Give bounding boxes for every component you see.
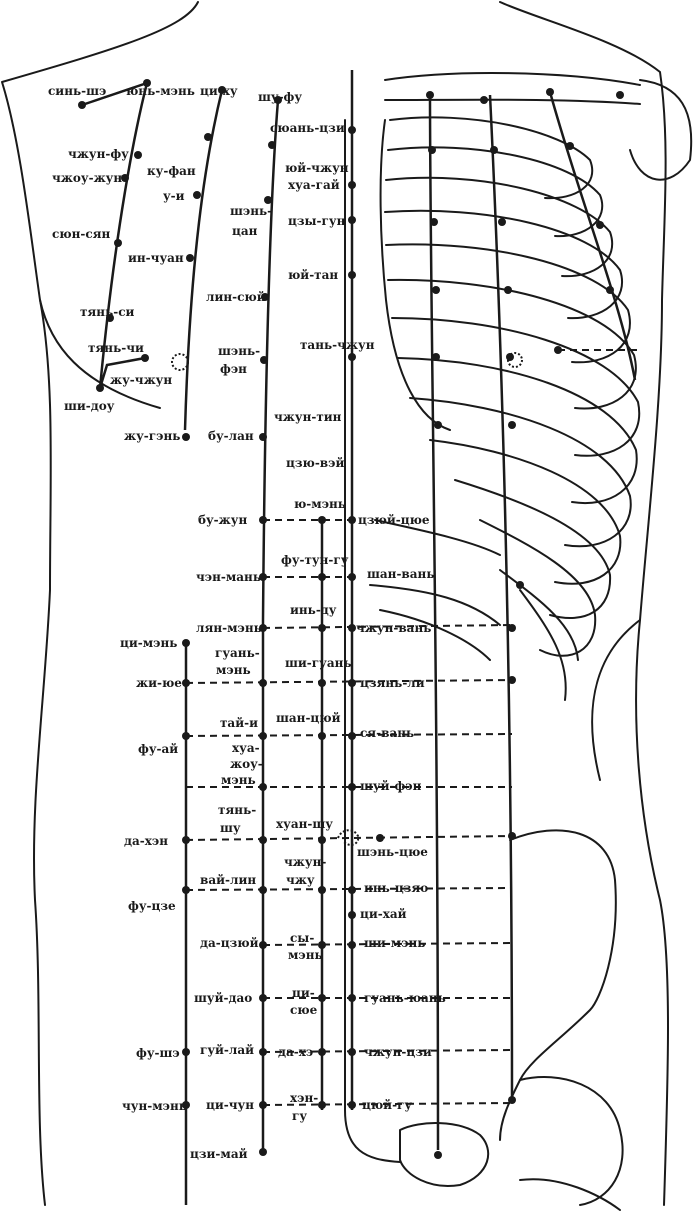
label-zhong-zhu-1: чжун- xyxy=(284,855,326,869)
label-shen-cang-2: цан xyxy=(232,224,258,238)
label-hua-rou-3: мэнь xyxy=(221,773,256,787)
label-you-men: ю-мэнь xyxy=(294,497,346,511)
label-shen-que: шэнь-цюе xyxy=(357,845,428,859)
right-flank-curve xyxy=(592,620,640,780)
label-zhou-rong: чжоу-жун xyxy=(52,171,122,185)
label-zhong-fu: чжун-фу xyxy=(68,147,129,161)
label-ji-mai: цзи-май xyxy=(190,1147,248,1161)
label-gui-lai: гуй-лай xyxy=(200,1043,254,1057)
label-jian-li: цзянь-ли xyxy=(360,676,425,690)
label-qi-hu: ци-ху xyxy=(200,84,238,98)
label-bu-rong: бу-жун xyxy=(198,513,247,527)
pubic-symphysis xyxy=(400,1123,488,1186)
label-zhong-ji: чжун-цзи xyxy=(364,1045,432,1059)
label-fu-tong-gu: фу-тун-гу xyxy=(281,553,349,567)
label-zhong-zhu-2: чжу xyxy=(286,873,315,887)
label-hua-rou-1: хуа- xyxy=(232,741,260,755)
label-shang-qu: шан-цюй xyxy=(276,711,341,725)
label-qu-gu: цюй-гу xyxy=(362,1098,412,1112)
rib-arcs xyxy=(385,117,639,700)
label-tian-xi: тянь-си xyxy=(80,305,135,319)
label-wai-ling: вай-лин xyxy=(200,873,256,887)
label-tan-zhong: тань-чжун xyxy=(300,338,375,352)
label-fu-jie: фу-цзе xyxy=(128,899,176,913)
shoulder-joint xyxy=(630,80,691,180)
label-tai-yi: тай-и xyxy=(220,716,258,730)
label-da-ju: да-цзюй xyxy=(200,936,259,950)
label-qi-hai: ци-хай xyxy=(360,907,407,921)
label-tian-chi: тянь-чи xyxy=(88,341,144,355)
label-qi-chong: ци-чун xyxy=(206,1098,254,1112)
nipple-marks xyxy=(172,353,522,845)
label-fu-she: фу-шэ xyxy=(136,1046,180,1060)
label-heng-gu-1: хэн- xyxy=(290,1091,318,1105)
label-heng-gu-2: гу xyxy=(292,1109,307,1123)
label-ying-chuang: ин-чуан xyxy=(128,251,184,265)
label-jiu-wei: цзю-вэй xyxy=(286,456,344,470)
label-ju-que: цзюй-цюе xyxy=(358,513,430,527)
label-shen-feng-1: шэнь- xyxy=(218,344,260,358)
label-guan-yuan: гуань-юань xyxy=(364,991,446,1005)
label-sin-she: синь-шэ xyxy=(48,84,106,98)
label-shui-fen: шуй-фэн xyxy=(360,779,422,793)
label-liang-men: лян-мэнь xyxy=(196,621,262,635)
label-da-he: да-хэ xyxy=(278,1045,313,1059)
label-ru-gen: жу-гэнь xyxy=(124,429,180,443)
label-hua-rou-2: жоу- xyxy=(230,757,263,771)
label-chong-men: чун-мэнь xyxy=(122,1099,187,1113)
label-shi-men: ши-мэнь xyxy=(364,936,425,950)
label-yin-du: инь-ду xyxy=(290,603,337,617)
label-tian-shu-1: тянь- xyxy=(218,803,256,817)
label-da-heng: да-хэн xyxy=(124,834,168,848)
label-fu-ai: фу-ай xyxy=(138,742,178,756)
label-shi-dou: ши-доу xyxy=(64,399,115,413)
clavicle-right xyxy=(385,73,640,104)
label-cheng-man: чэн-мань xyxy=(196,570,261,584)
label-qi-xue-2: сюе xyxy=(290,1003,318,1017)
label-shen-cang-1: шэнь- xyxy=(230,204,272,218)
label-tian-shu-2: шу xyxy=(220,821,241,835)
label-shu-fu: шу-фу xyxy=(258,90,302,104)
label-guan-men-1: гуань- xyxy=(215,646,260,660)
label-xia-wan: ся-вань xyxy=(360,726,414,740)
label-yun-men: юнь-мэнь xyxy=(126,84,195,98)
label-ru-zhong: жу-чжун xyxy=(110,373,172,387)
left-nipple-mark xyxy=(172,354,188,370)
sternum xyxy=(381,120,450,430)
label-ri-yue: жи-юе xyxy=(136,676,182,690)
label-ku-fang: ку-фан xyxy=(147,164,196,178)
label-bu-lang: бу-лан xyxy=(208,429,254,443)
label-yu-tang: юй-тан xyxy=(288,268,338,282)
label-qi-men: ци-мэнь xyxy=(120,636,177,650)
label-shuan-qi: сюань-цзи xyxy=(270,121,345,135)
label-huang-shu: хуан-шу xyxy=(276,817,333,831)
label-qi-xue-1: ци- xyxy=(292,986,315,1000)
label-yuy-chzhun: юй-чжун xyxy=(285,161,349,175)
label-xiong-xiang: сюн-сян xyxy=(52,227,111,241)
label-shi-guan: ши-гуань xyxy=(285,656,352,670)
label-yin-jiao: инь-цзяо xyxy=(364,881,428,895)
label-zhong-wan: чжун-вань xyxy=(356,621,431,635)
label-hua-gai: хуа-гай xyxy=(288,178,340,192)
label-wu-yi: у-и xyxy=(163,189,185,203)
label-si-man-1: сы- xyxy=(290,931,314,945)
label-shang-wan: шан-вань xyxy=(367,567,434,581)
label-shui-dao: шуй-дао xyxy=(194,991,252,1005)
label-ling-xu: лин-сюй xyxy=(206,290,266,304)
label-shen-feng-2: фэн xyxy=(220,362,247,376)
rib-meridian-line-2 xyxy=(490,95,512,1100)
label-zhong-ting: чжун-тин xyxy=(274,410,342,424)
label-si-man-2: мэнь xyxy=(288,948,323,962)
label-guan-men-2: мэнь xyxy=(216,663,251,677)
label-zi-gong: цзы-гун xyxy=(288,214,346,228)
